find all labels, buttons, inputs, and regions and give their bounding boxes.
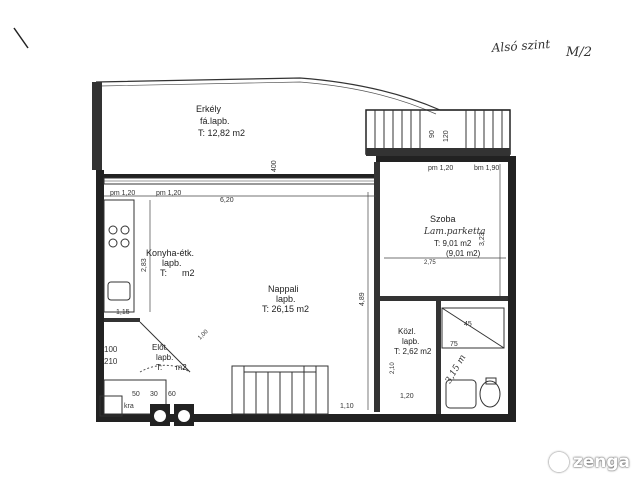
dim-label: pm 1,20 <box>110 190 135 197</box>
dim-label: kra <box>124 403 134 410</box>
dim-label: 50 <box>132 391 140 398</box>
dimension-lines <box>104 164 506 410</box>
dim-label: pm 1,20 <box>156 190 181 197</box>
dim-label: 1,15 <box>116 309 130 316</box>
room-szoba: Szoba Lam.parketta T: 9,01 m2 (9,01 m2) <box>423 214 486 258</box>
utility-area <box>99 379 194 426</box>
room-floor: lapb. <box>156 353 173 362</box>
room-floor: lapb. <box>402 337 419 346</box>
balcony-outline <box>95 77 510 111</box>
balcony-railing <box>365 109 511 156</box>
dim-label: 1,00 <box>197 328 210 341</box>
dim-label: 210 <box>104 357 118 366</box>
room-konyha: Konyha-étk. lapb. T: m2 <box>146 248 195 278</box>
room-area: T: m2 <box>160 268 195 278</box>
dim-label: bm 1,90 <box>474 165 499 172</box>
room-area: T: 9,01 m2 <box>434 239 472 248</box>
room-area: T: 12,82 m2 <box>198 128 245 138</box>
watermark-text: zenga <box>572 452 630 472</box>
watermark-logo-icon <box>548 452 569 472</box>
dim-label: 75 <box>450 341 458 348</box>
room-floor: fá.lapb. <box>200 116 230 126</box>
room-name: Szoba <box>430 214 456 224</box>
dim-label: 30 <box>150 391 158 398</box>
dim-label: 60 <box>168 391 176 398</box>
staircase <box>231 365 329 415</box>
room-name: Erkély <box>196 104 222 114</box>
dim-label: 2,75 <box>424 260 436 266</box>
room-name: Előt. <box>152 343 168 352</box>
room-area-alt: (9,01 m2) <box>446 249 481 258</box>
outer-walls <box>96 156 516 422</box>
dim-label: 2,10 <box>390 362 396 374</box>
interior-walls <box>104 162 508 414</box>
window-strip <box>103 177 377 185</box>
dim-label: 4,89 <box>359 292 366 306</box>
dim-label: 2,83 <box>141 258 148 272</box>
dim-label: 90 <box>429 130 436 138</box>
room-floor: lapb. <box>276 294 296 304</box>
room-erkely: Erkély fá.lapb. T: 12,82 m2 <box>196 104 245 138</box>
dim-label: 1,10 <box>340 403 354 410</box>
dim-label: 45 <box>464 321 472 328</box>
bathroom-fixtures <box>441 307 505 409</box>
dim-label: 3,23 <box>479 232 486 246</box>
dim-label: 400 <box>271 160 278 172</box>
dim-label: 120 <box>443 130 450 142</box>
room-kozl: Közl. lapb. T: 2,62 m2 <box>394 327 432 356</box>
dim-label: pm 1,20 <box>428 165 453 172</box>
sheet-code: M/2 <box>565 45 592 60</box>
room-floor: lapb. <box>162 258 182 268</box>
balcony-left-wall <box>92 82 102 170</box>
room-name: Konyha-étk. <box>146 248 194 258</box>
pen-stroke <box>13 27 29 49</box>
room-floor: Lam.parketta <box>423 227 486 237</box>
room-area: T: 26,15 m2 <box>262 304 309 314</box>
room-nappali: Nappali lapb. T: 26,15 m2 <box>262 284 309 314</box>
dim-label: 1,20 <box>400 393 414 400</box>
kitchen-counter <box>103 199 135 313</box>
watermark: zenga <box>548 452 630 472</box>
room-area: T: 2,62 m2 <box>394 347 432 356</box>
entrance-door <box>139 321 191 373</box>
dim-label: 6,20 <box>220 197 234 204</box>
room-eloter: Előt. lapb. T: m2 <box>152 343 187 372</box>
room-name: Közl. <box>398 327 416 336</box>
handwritten-note: 3,15 m <box>444 353 468 385</box>
floor-note: Alsó szint <box>490 37 551 55</box>
room-area: T: m2 <box>156 363 187 372</box>
room-name: Nappali <box>268 284 299 294</box>
dim-label: 100 <box>104 345 118 354</box>
